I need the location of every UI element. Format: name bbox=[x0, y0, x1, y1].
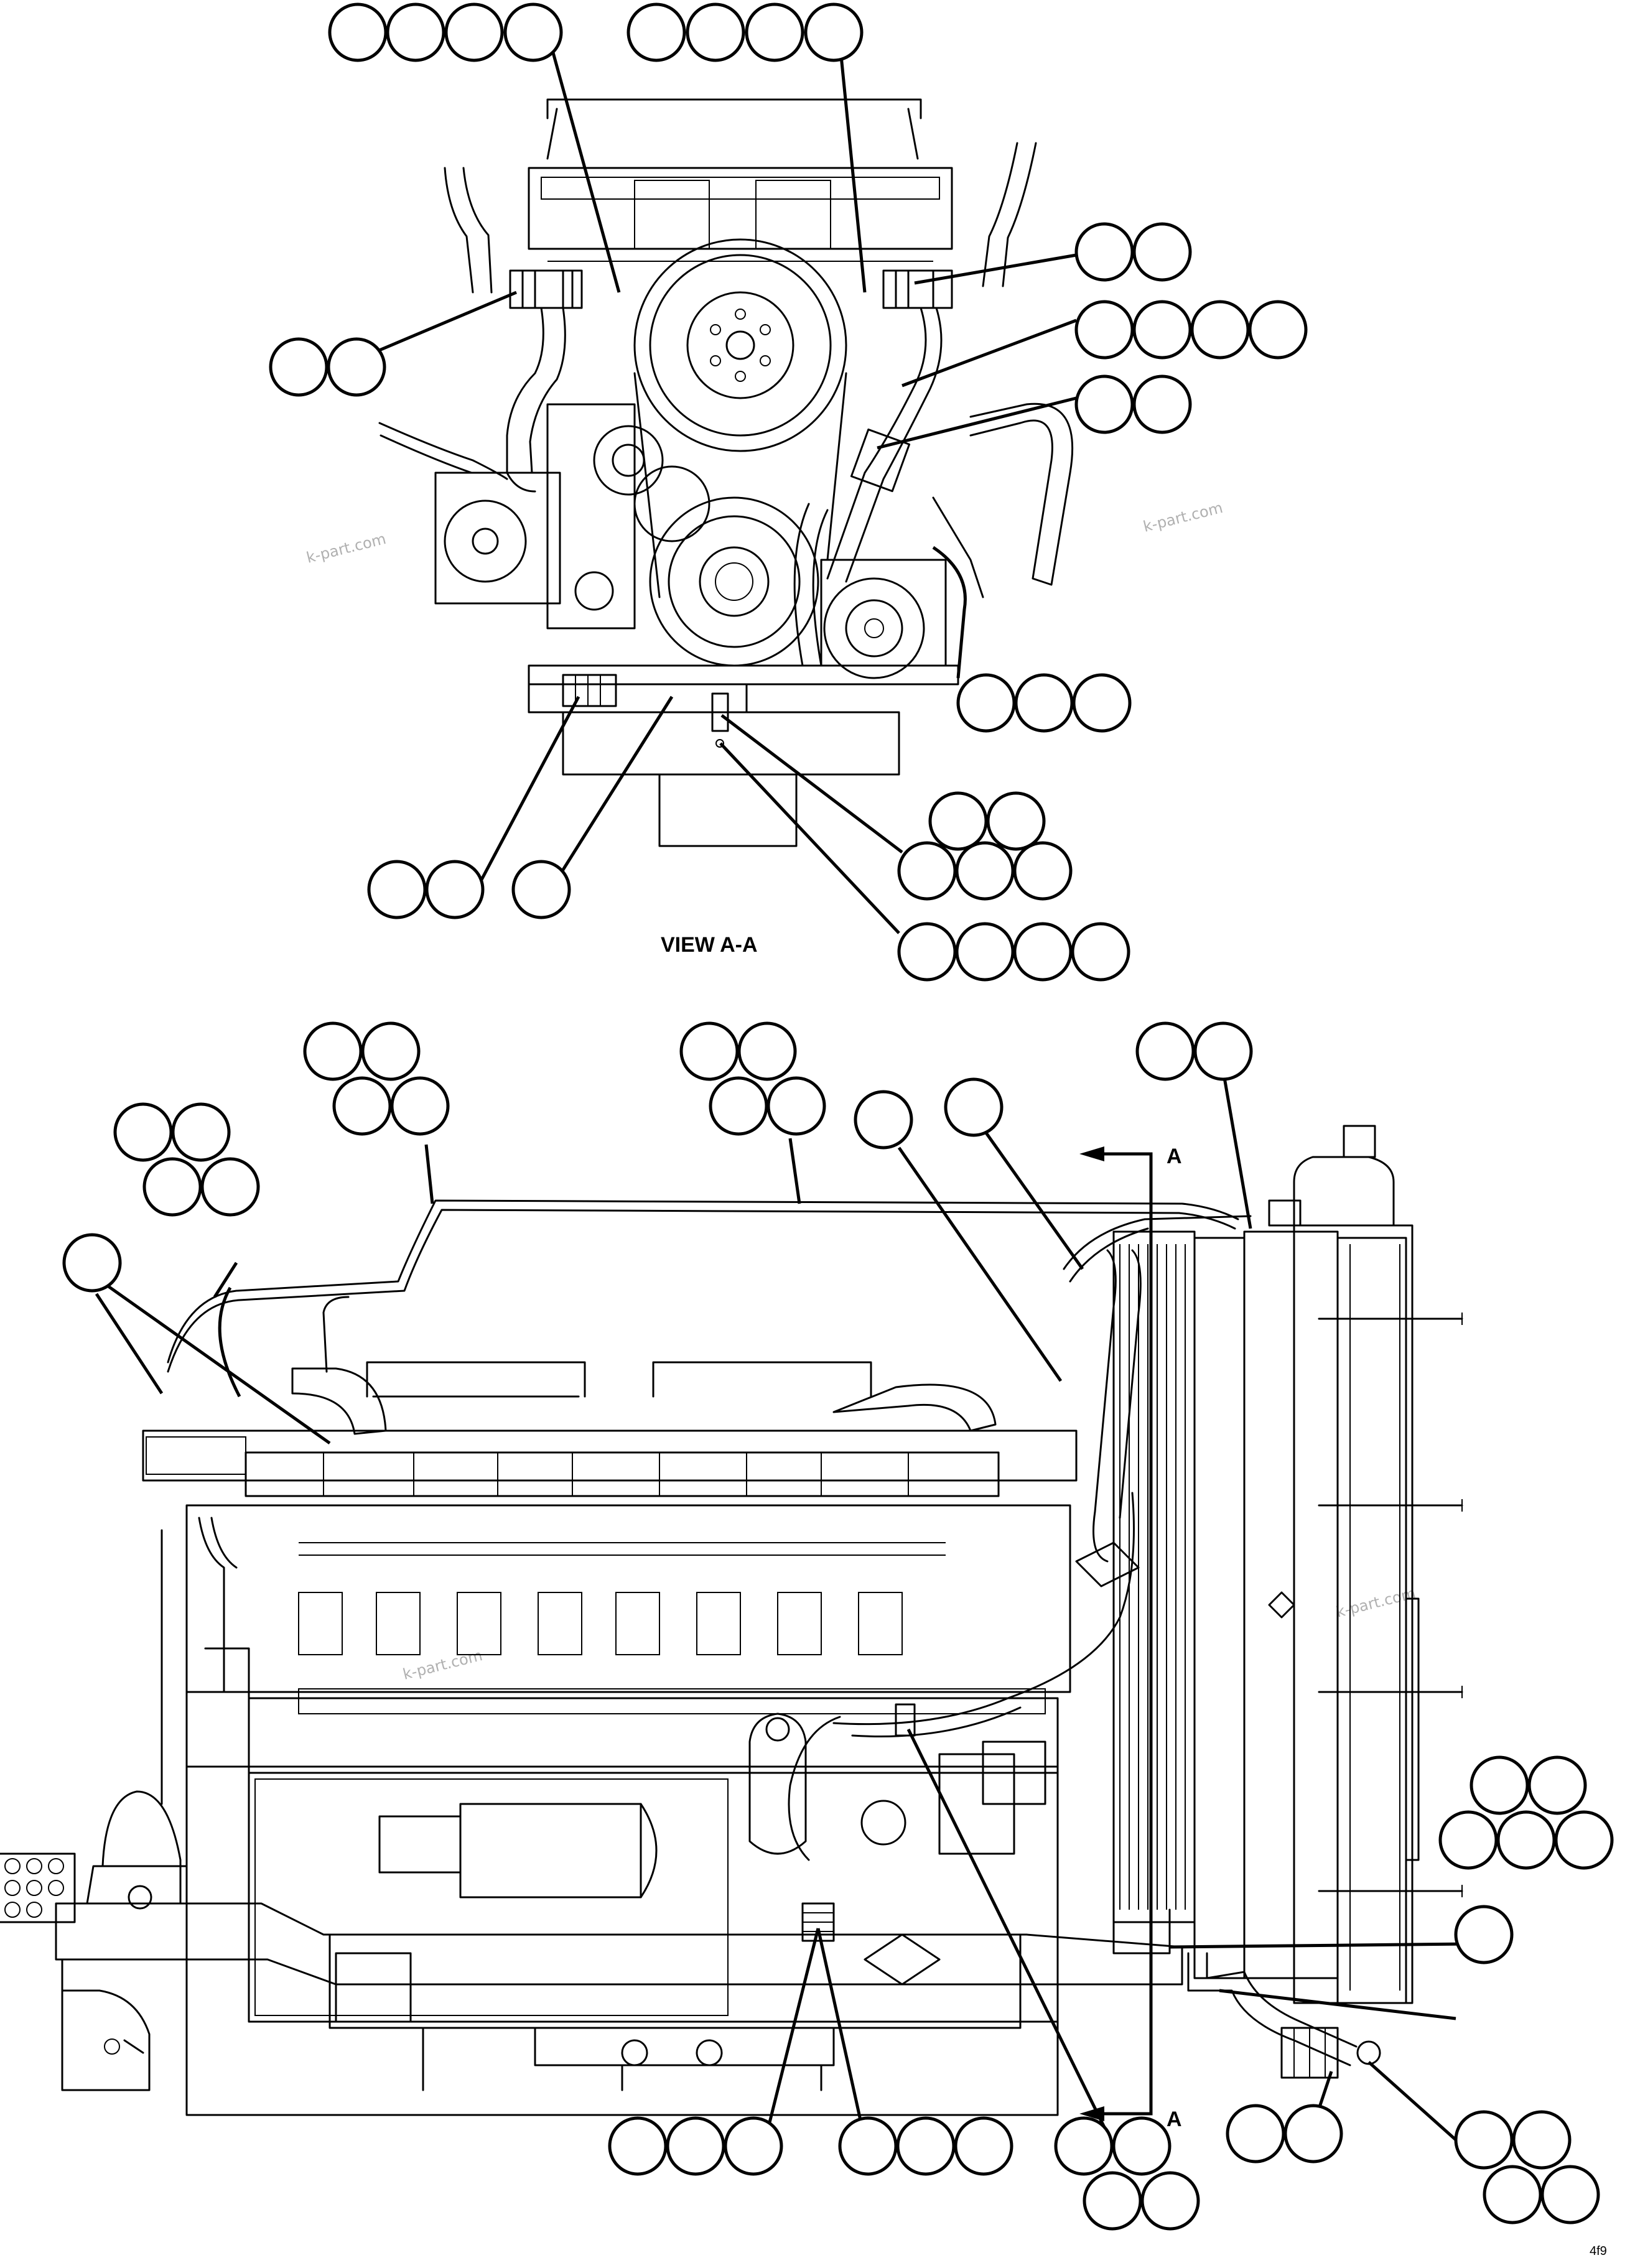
front-view-engine bbox=[378, 98, 1074, 847]
callout-group-bottom-4 bbox=[1226, 2104, 1343, 2163]
watermark: k-part.com bbox=[401, 1647, 485, 1683]
callout-single-bottom-center bbox=[511, 860, 571, 919]
callout-group-bottom-2 bbox=[838, 2116, 1013, 2176]
callout-group-radiator bbox=[1438, 1755, 1614, 1870]
watermark: k-part.com bbox=[1335, 1584, 1418, 1621]
callout-group-side-1 bbox=[303, 1021, 450, 1136]
callout-group-bottom-left-1 bbox=[367, 860, 485, 919]
section-marker-bottom: A bbox=[1167, 2108, 1182, 2131]
callout-group-left-1 bbox=[269, 337, 386, 397]
callout-group-right-2 bbox=[1074, 300, 1308, 360]
callout-group-bottom-5 bbox=[1454, 2110, 1600, 2224]
callout-group-right-4 bbox=[956, 673, 1132, 733]
callout-single-side-center bbox=[854, 1090, 913, 1150]
callout-group-side-4 bbox=[1135, 1021, 1253, 1081]
callout-group-stack-1 bbox=[897, 791, 1073, 901]
callout-group-top-left bbox=[328, 2, 563, 62]
sheet-code: 4f9 bbox=[1590, 2244, 1607, 2258]
leader-line-bracket bbox=[95, 1283, 331, 1445]
side-view-engine bbox=[0, 1125, 1463, 2121]
leader-lines bbox=[213, 43, 1469, 2141]
watermark: k-part.com bbox=[305, 530, 388, 567]
callout-single-radiator bbox=[1454, 1905, 1514, 1964]
callout-group-bottom-1 bbox=[608, 2116, 783, 2176]
callout-group-side-2 bbox=[679, 1021, 826, 1136]
callout-group-bottom-3 bbox=[1054, 2116, 1200, 2231]
callout-group-right-1 bbox=[1074, 222, 1192, 282]
callout-group-stack-2 bbox=[897, 922, 1130, 982]
callout-single-side-left bbox=[62, 1233, 122, 1293]
watermark: k-part.com bbox=[1142, 499, 1225, 536]
callout-group-top-center bbox=[627, 2, 864, 62]
section-marker-top: A bbox=[1167, 1145, 1182, 1168]
callout-group-side-3 bbox=[113, 1102, 260, 1217]
view-label: VIEW A-A bbox=[661, 933, 758, 957]
callout-single-side-center-2 bbox=[944, 1077, 1004, 1137]
callout-group-right-3 bbox=[1074, 374, 1192, 434]
